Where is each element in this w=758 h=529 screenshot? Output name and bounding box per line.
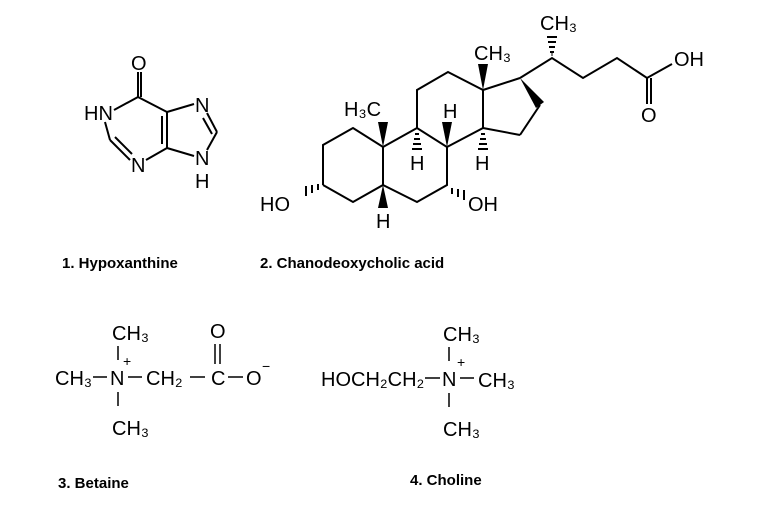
ch3-right-label: CH₃	[478, 370, 515, 392]
carbon-label: C	[211, 368, 225, 390]
caption-betaine: 3. Betaine	[58, 475, 129, 492]
betaine-structure: CH₃ N + CH₃ CH₃ CH₂ C O O −	[55, 321, 270, 440]
oh-c7-label: OH	[468, 194, 498, 216]
ch3-bottom-label: CH₃	[443, 419, 480, 441]
wedge-bond	[378, 185, 388, 208]
plus-charge: +	[457, 354, 465, 370]
n7-label: N	[195, 95, 209, 117]
ch2-label: CH₂	[146, 368, 183, 390]
minus-charge: −	[262, 358, 270, 374]
wedge-bond	[378, 122, 388, 147]
caption-hypoxanthine: 1. Hypoxanthine	[62, 255, 178, 272]
h9-label: H	[195, 171, 209, 193]
h3c-label: H₃C	[344, 99, 381, 121]
ch3-top-label: CH₃	[112, 323, 149, 345]
ch3-top-label: CH₃	[443, 324, 480, 346]
h5-label: H	[376, 211, 390, 233]
hypoxanthine-structure: O HN N N N H	[84, 53, 218, 193]
h9-label: H	[410, 153, 424, 175]
h8-label: H	[443, 101, 457, 123]
oxygen-label: O	[131, 53, 147, 75]
hn-label: HN	[84, 103, 113, 125]
hashed-bond	[305, 184, 465, 200]
ch3-side-chain-label: CH₃	[540, 13, 577, 35]
n-label: N	[110, 368, 124, 390]
hashed-bond	[547, 36, 557, 56]
o-minus-label: O	[246, 368, 262, 390]
caption-choline: 4. Choline	[410, 472, 482, 489]
choline-structure: HOCH₂CH₂ N + CH₃ CH₃ CH₃	[321, 324, 515, 441]
ch3-bottom-label: CH₃	[112, 418, 149, 440]
caption-chenodeoxycholic-acid: 2. Chanodeoxycholic acid	[260, 255, 444, 272]
ch3-c18-label: CH₃	[474, 43, 511, 65]
n-label: N	[442, 369, 456, 391]
ho-c3-label: HO	[260, 194, 290, 216]
ch3-left-label: CH₃	[55, 368, 92, 390]
n9-label: N	[195, 148, 209, 170]
oh-acid-label: OH	[674, 49, 704, 71]
wedge-bond	[478, 64, 488, 90]
carbonyl-o-label: O	[210, 321, 226, 343]
plus-charge: +	[123, 353, 131, 369]
carbonyl-o-label: O	[641, 105, 657, 127]
chenodeoxycholic-acid-structure: CH₃ CH₃ H₃C OH O H H H H HO OH	[260, 13, 704, 233]
n3-label: N	[131, 155, 145, 177]
wedge-bond	[442, 122, 452, 147]
h14-label: H	[475, 153, 489, 175]
hoch2ch2-label: HOCH₂CH₂	[321, 369, 424, 391]
hashed-bond	[412, 133, 488, 150]
